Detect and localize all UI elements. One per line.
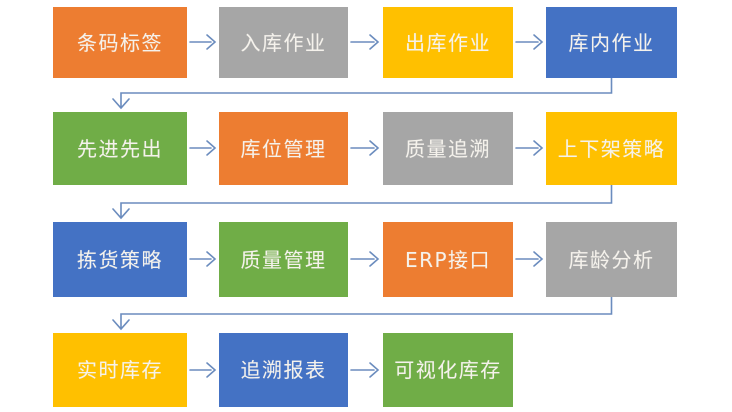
flow-arrow-r1-2-icon: [350, 34, 380, 50]
flow-box-r4-c3: 可视化库存: [383, 333, 513, 407]
flow-arrow-r3-1-icon: [189, 251, 217, 267]
flow-arrow-r2-3-icon: [515, 140, 544, 156]
flow-arrow-r3-3-icon: [515, 251, 544, 267]
flow-box-label: 追溯报表: [240, 358, 327, 382]
flow-box-r2-c4: 上下架策略: [546, 112, 677, 185]
flow-box-label: 入库作业: [240, 30, 327, 55]
flow-box-label: 拣货策略: [77, 247, 163, 272]
flow-box-label: 库龄分析: [568, 247, 655, 272]
flow-box-label: 库内作业: [568, 30, 655, 55]
flow-box-r2-c1: 先进先出: [53, 112, 187, 185]
flow-box-label: 质量追溯: [405, 136, 491, 161]
flow-box-r1-c4: 库内作业: [546, 7, 677, 78]
flow-box-label: 可视化库存: [394, 358, 502, 382]
flow-box-label: 库位管理: [240, 136, 327, 161]
flow-box-r3-c2: 质量管理: [219, 222, 348, 297]
flow-arrow-r2-2-icon: [350, 140, 380, 156]
flow-box-label: 质量管理: [240, 247, 327, 272]
wrap-connector-r1-r2-icon: [112, 77, 613, 110]
flow-box-label: 上下架策略: [557, 136, 666, 161]
flow-box-r2-c2: 库位管理: [219, 112, 348, 185]
flow-box-r2-c3: 质量追溯: [383, 112, 513, 185]
flow-box-r1-c1: 条码标签: [53, 7, 187, 78]
flow-box-r1-c3: 出库作业: [383, 7, 513, 78]
flow-box-r4-c2: 追溯报表: [219, 333, 348, 407]
flow-arrow-r1-3-icon: [515, 34, 544, 50]
flow-box-label: 出库作业: [405, 30, 491, 55]
flow-box-r3-c4: 库龄分析: [546, 222, 677, 297]
flow-arrow-r2-1-icon: [189, 140, 217, 156]
flow-arrow-r3-2-icon: [350, 251, 380, 267]
flow-box-r1-c2: 入库作业: [219, 7, 348, 78]
flow-box-r3-c1: 拣货策略: [53, 222, 187, 297]
flow-box-r4-c1: 实时库存: [53, 333, 187, 407]
flow-box-label: 条码标签: [77, 30, 163, 55]
wrap-connector-r3-r4-icon: [112, 296, 613, 331]
wrap-connector-r2-r3-icon: [112, 184, 613, 220]
flow-arrow-r4-2-icon: [350, 362, 380, 378]
flow-box-r3-c3: ERP接口: [383, 222, 513, 297]
flow-box-label: 实时库存: [77, 358, 163, 382]
flow-arrow-r1-1-icon: [189, 34, 217, 50]
flow-box-label: 先进先出: [77, 136, 163, 161]
flow-box-label: ERP接口: [404, 247, 492, 272]
flow-arrow-r4-1-icon: [189, 362, 217, 378]
